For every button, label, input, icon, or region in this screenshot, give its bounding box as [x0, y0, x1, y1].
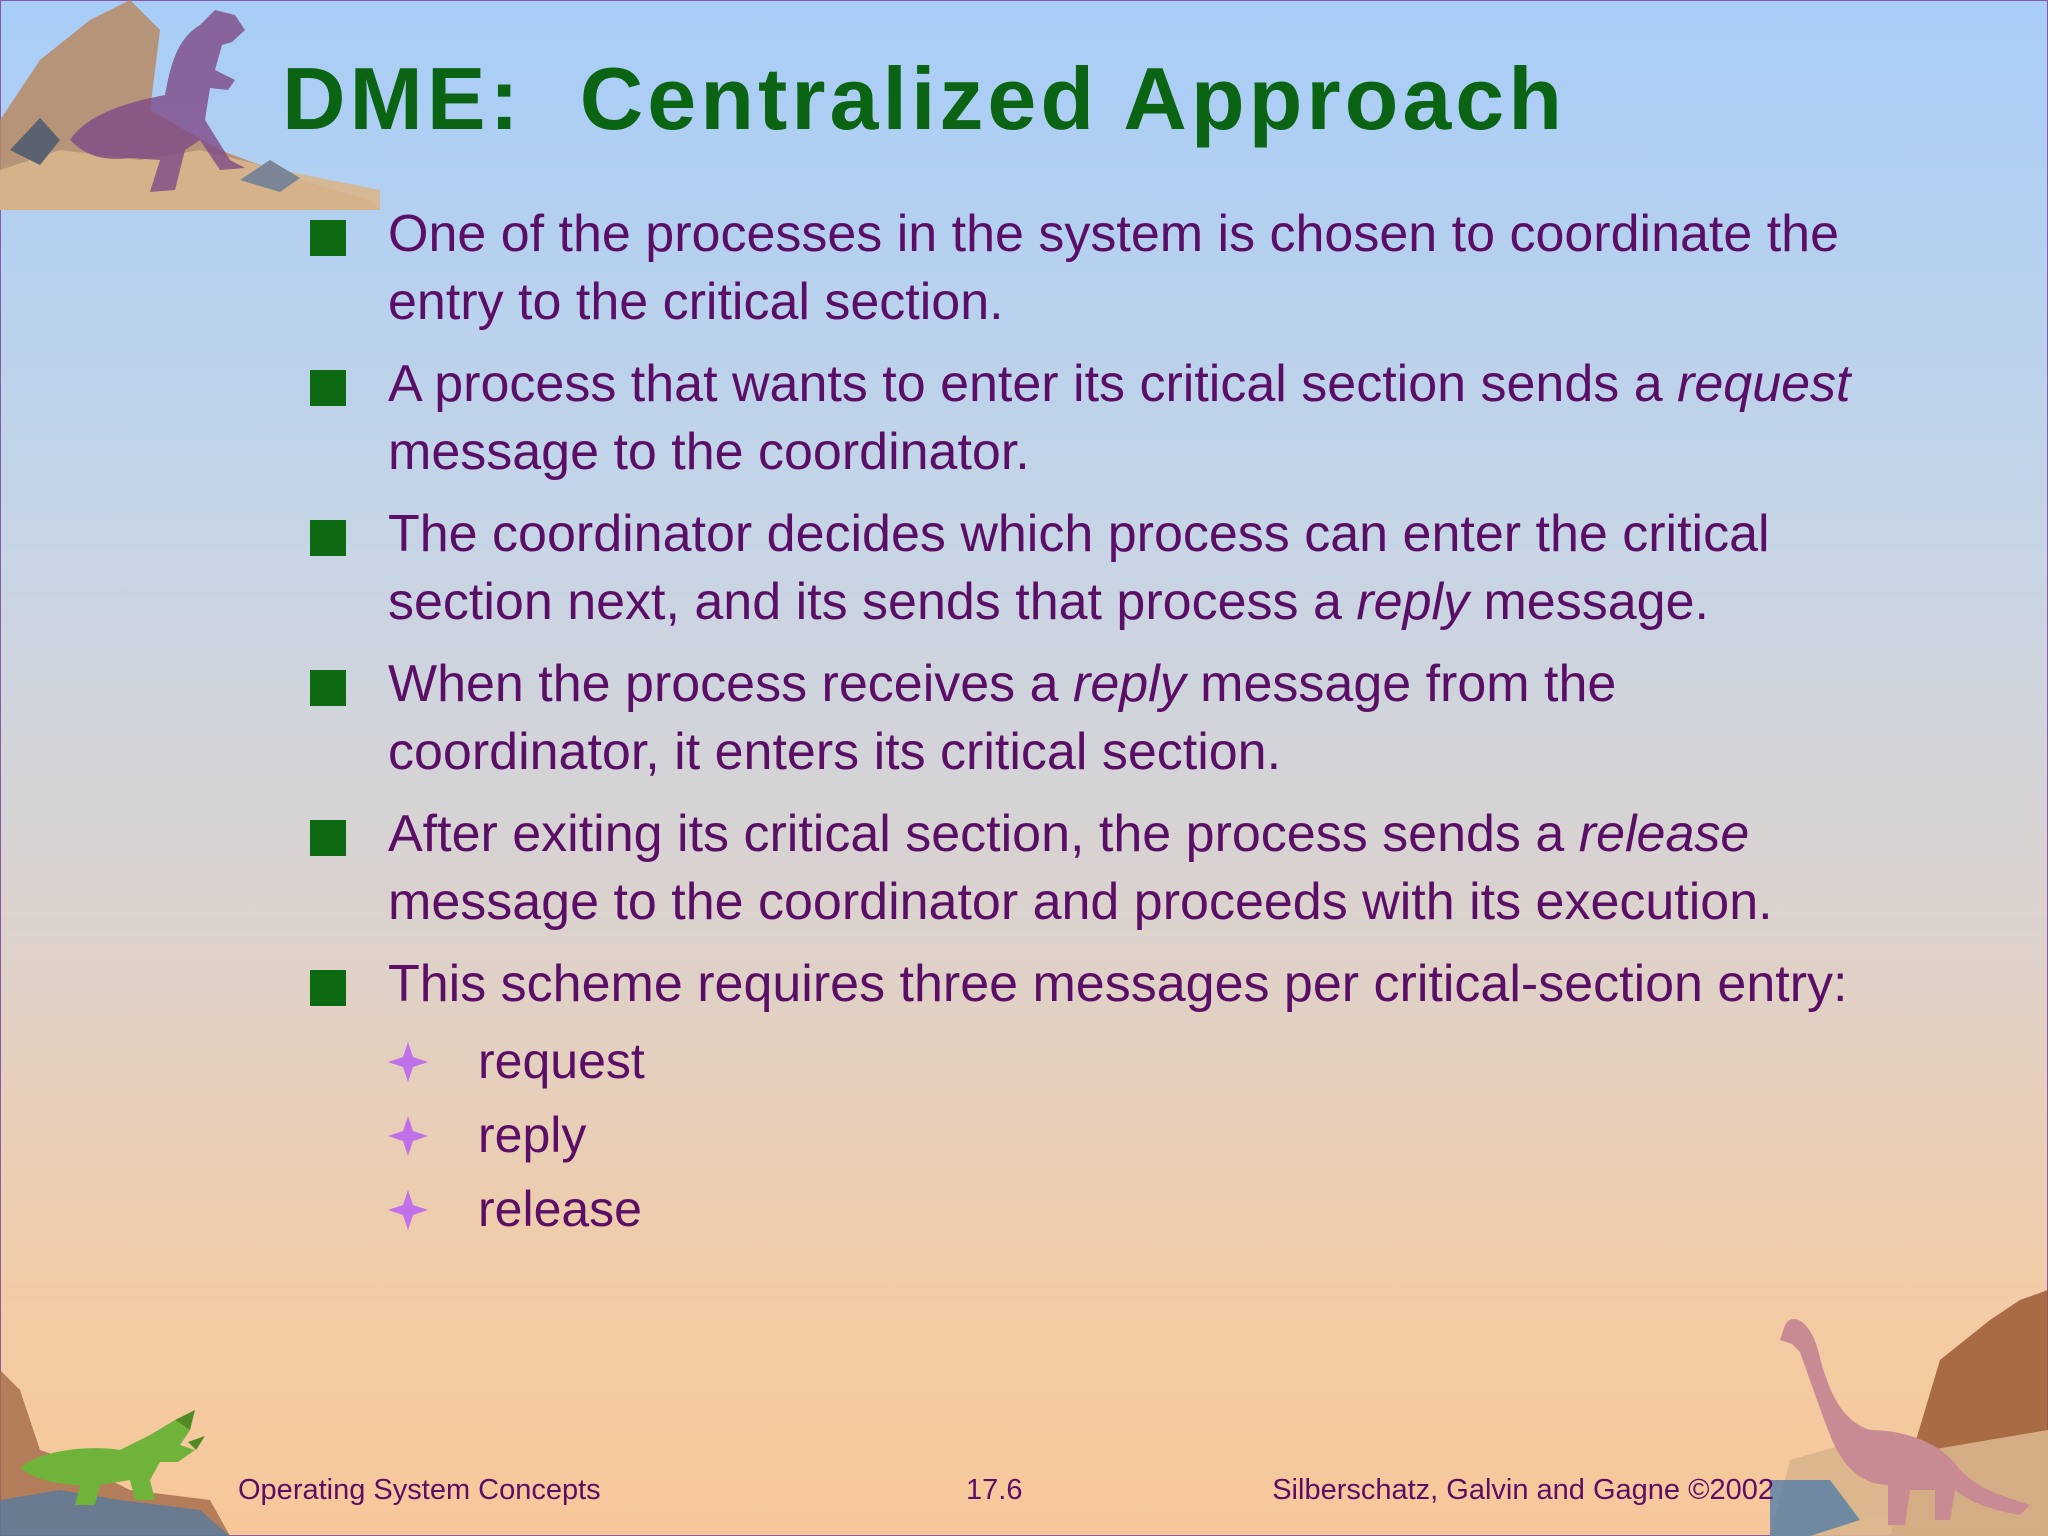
footer-page-number: 17.6 — [966, 1474, 1023, 1506]
bullet-text-run: message to the coordinator and proceeds … — [388, 873, 1773, 931]
emphasized-term: release — [1578, 805, 1750, 863]
bullet-item: After exiting its critical section, the … — [310, 800, 1870, 936]
emphasized-term: reply — [1073, 655, 1186, 713]
bullet-text-run: When the process receives a — [388, 655, 1073, 713]
bullet-text-run: After exiting its critical section, the … — [388, 805, 1579, 863]
sub-bullet-list: request reply release — [388, 1024, 1870, 1246]
bullet-text: A process that wants to enter its critic… — [388, 350, 1870, 486]
bullet-text: This scheme requires three messages per … — [388, 950, 1870, 1018]
bullet-item: This scheme requires three messages per … — [310, 950, 1870, 1246]
triceratops-dinosaur-icon — [0, 1370, 230, 1536]
purple-diamond-star-icon — [388, 1042, 428, 1082]
bullet-item: The coordinator decides which process ca… — [310, 500, 1870, 636]
bullet-item: When the process receives a reply messag… — [310, 650, 1870, 786]
bullet-list: One of the processes in the system is ch… — [310, 200, 1870, 1260]
sub-bullet-text: request — [478, 1033, 645, 1089]
sub-bullet-item: release — [388, 1172, 1870, 1246]
bullet-text: The coordinator decides which process ca… — [388, 500, 1870, 636]
green-square-bullet-icon — [310, 820, 346, 856]
sub-bullet-item: request — [388, 1024, 1870, 1098]
bullet-text: After exiting its critical section, the … — [388, 800, 1870, 936]
bullet-text-run: message from the coordinator, it enters … — [388, 655, 1617, 781]
bullet-item: A process that wants to enter its critic… — [310, 350, 1870, 486]
trex-dinosaur-icon — [0, 0, 380, 210]
sub-bullet-text: release — [478, 1181, 642, 1237]
bullet-text-run: This scheme requires three messages per … — [388, 955, 1848, 1013]
bullet-text-run: message to the coordinator. — [388, 423, 1030, 481]
sub-bullet-item: reply — [388, 1098, 1870, 1172]
bullet-text-run: One of the processes in the system is ch… — [388, 205, 1840, 331]
bullet-text: One of the processes in the system is ch… — [388, 200, 1870, 336]
bullet-text-run: The coordinator decides which process ca… — [388, 505, 1770, 631]
green-square-bullet-icon — [310, 670, 346, 706]
emphasized-term: reply — [1356, 573, 1470, 631]
brontosaurus-dinosaur-icon — [1770, 1290, 2048, 1536]
green-square-bullet-icon — [310, 220, 346, 256]
green-square-bullet-icon — [310, 520, 346, 556]
purple-diamond-star-icon — [388, 1190, 428, 1230]
bullet-text-run: A process that wants to enter its critic… — [388, 355, 1678, 413]
bullet-item: One of the processes in the system is ch… — [310, 200, 1870, 336]
footer-copyright: Silberschatz, Galvin and Gagne ©2002 — [1272, 1474, 1774, 1506]
bullet-text-run: message. — [1469, 573, 1709, 631]
sub-bullet-text: reply — [478, 1107, 587, 1163]
green-square-bullet-icon — [310, 370, 346, 406]
footer-course-title: Operating System Concepts — [238, 1474, 601, 1506]
slide-title: DME: Centralized Approach — [282, 49, 1566, 148]
green-square-bullet-icon — [310, 970, 346, 1006]
bullet-text: When the process receives a reply messag… — [388, 650, 1870, 786]
emphasized-term: request — [1677, 355, 1851, 413]
purple-diamond-star-icon — [388, 1116, 428, 1156]
